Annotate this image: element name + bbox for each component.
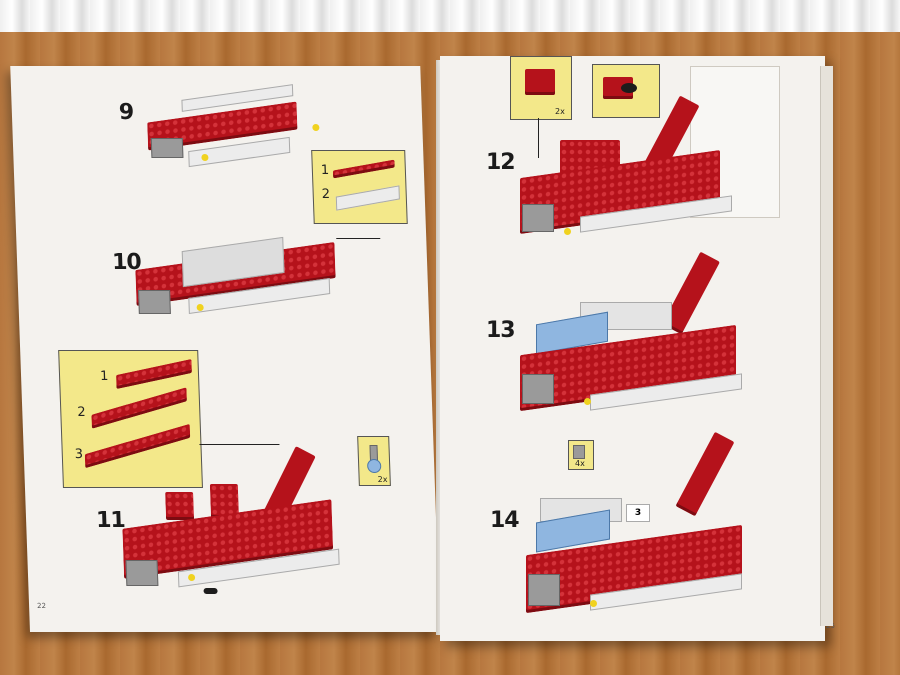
callout-11-part-2 xyxy=(91,387,187,429)
left-page: 9 1 2 10 1 2 3 2x 11 xyxy=(10,66,441,632)
step-10-grille xyxy=(138,290,171,314)
step-14-label: 14 xyxy=(490,508,520,533)
callout-12-winch-block xyxy=(603,77,633,99)
previous-page-step-ghost-box xyxy=(690,66,780,218)
step-12-callout-b xyxy=(592,64,660,118)
step-11-tower-1 xyxy=(165,492,195,520)
step-9-headlight xyxy=(201,154,209,161)
right-page: 2x 12 13 4x 14 3 xyxy=(440,56,835,641)
step-11-arrow xyxy=(199,444,280,445)
step-12-callout-a: 2x xyxy=(510,56,572,120)
step-14-grille xyxy=(528,574,560,606)
step-9-taillight xyxy=(312,124,320,131)
step-12-label: 12 xyxy=(486,150,516,175)
callout-10-label-2: 2 xyxy=(321,187,331,202)
callout-12-quantity: 2x xyxy=(555,107,565,116)
radiator-background xyxy=(0,0,900,32)
step-10-arrow xyxy=(336,238,381,239)
step-11-part-callout: 2x xyxy=(357,436,391,486)
step-14-crane-arm xyxy=(675,431,735,517)
callout-11-quantity: 2x xyxy=(377,475,388,484)
step-11-label: 11 xyxy=(95,508,126,533)
callout-11-label-3: 3 xyxy=(74,447,84,462)
callout-12-winch-drum xyxy=(621,83,637,93)
step-11-callout: 1 2 3 xyxy=(58,350,203,488)
callout-11-part-1 xyxy=(116,358,192,390)
step-9-grille xyxy=(150,138,184,158)
callout-11-part-3 xyxy=(84,423,191,469)
callout-12-red-bracket xyxy=(525,69,555,95)
step-11-axle xyxy=(203,588,218,594)
callout-10-white-plate xyxy=(335,185,400,211)
step-13-headlight xyxy=(584,398,591,405)
step-14-headlight xyxy=(590,600,597,607)
step-9-label: 9 xyxy=(118,100,134,125)
callout-11-label-2: 2 xyxy=(77,405,86,420)
step-11-grille xyxy=(125,560,159,586)
step-12-arrow-a xyxy=(538,118,540,158)
callout-10-red-plate xyxy=(332,159,395,179)
page-stack-edge xyxy=(820,66,833,626)
step-14-callout: 4x xyxy=(568,440,594,470)
callout-14-quantity: 4x xyxy=(575,459,585,468)
step-10-callout: 1 2 xyxy=(311,150,408,224)
step-13-grille xyxy=(522,374,554,404)
step-14-sticker: 3 xyxy=(626,504,650,522)
right-page-number: 25 xyxy=(826,622,835,630)
left-page-number: 22 xyxy=(36,602,47,610)
callout-11-blue-light xyxy=(366,459,382,473)
step-11-headlight xyxy=(187,574,196,581)
step-12-grille xyxy=(522,204,554,232)
step-12-headlight xyxy=(564,228,571,235)
step-13-label: 13 xyxy=(486,318,516,343)
callout-14-part xyxy=(573,445,585,459)
callout-11-label-1: 1 xyxy=(99,369,109,384)
step-10-headlight xyxy=(196,304,204,311)
callout-10-label-1: 1 xyxy=(320,163,330,178)
